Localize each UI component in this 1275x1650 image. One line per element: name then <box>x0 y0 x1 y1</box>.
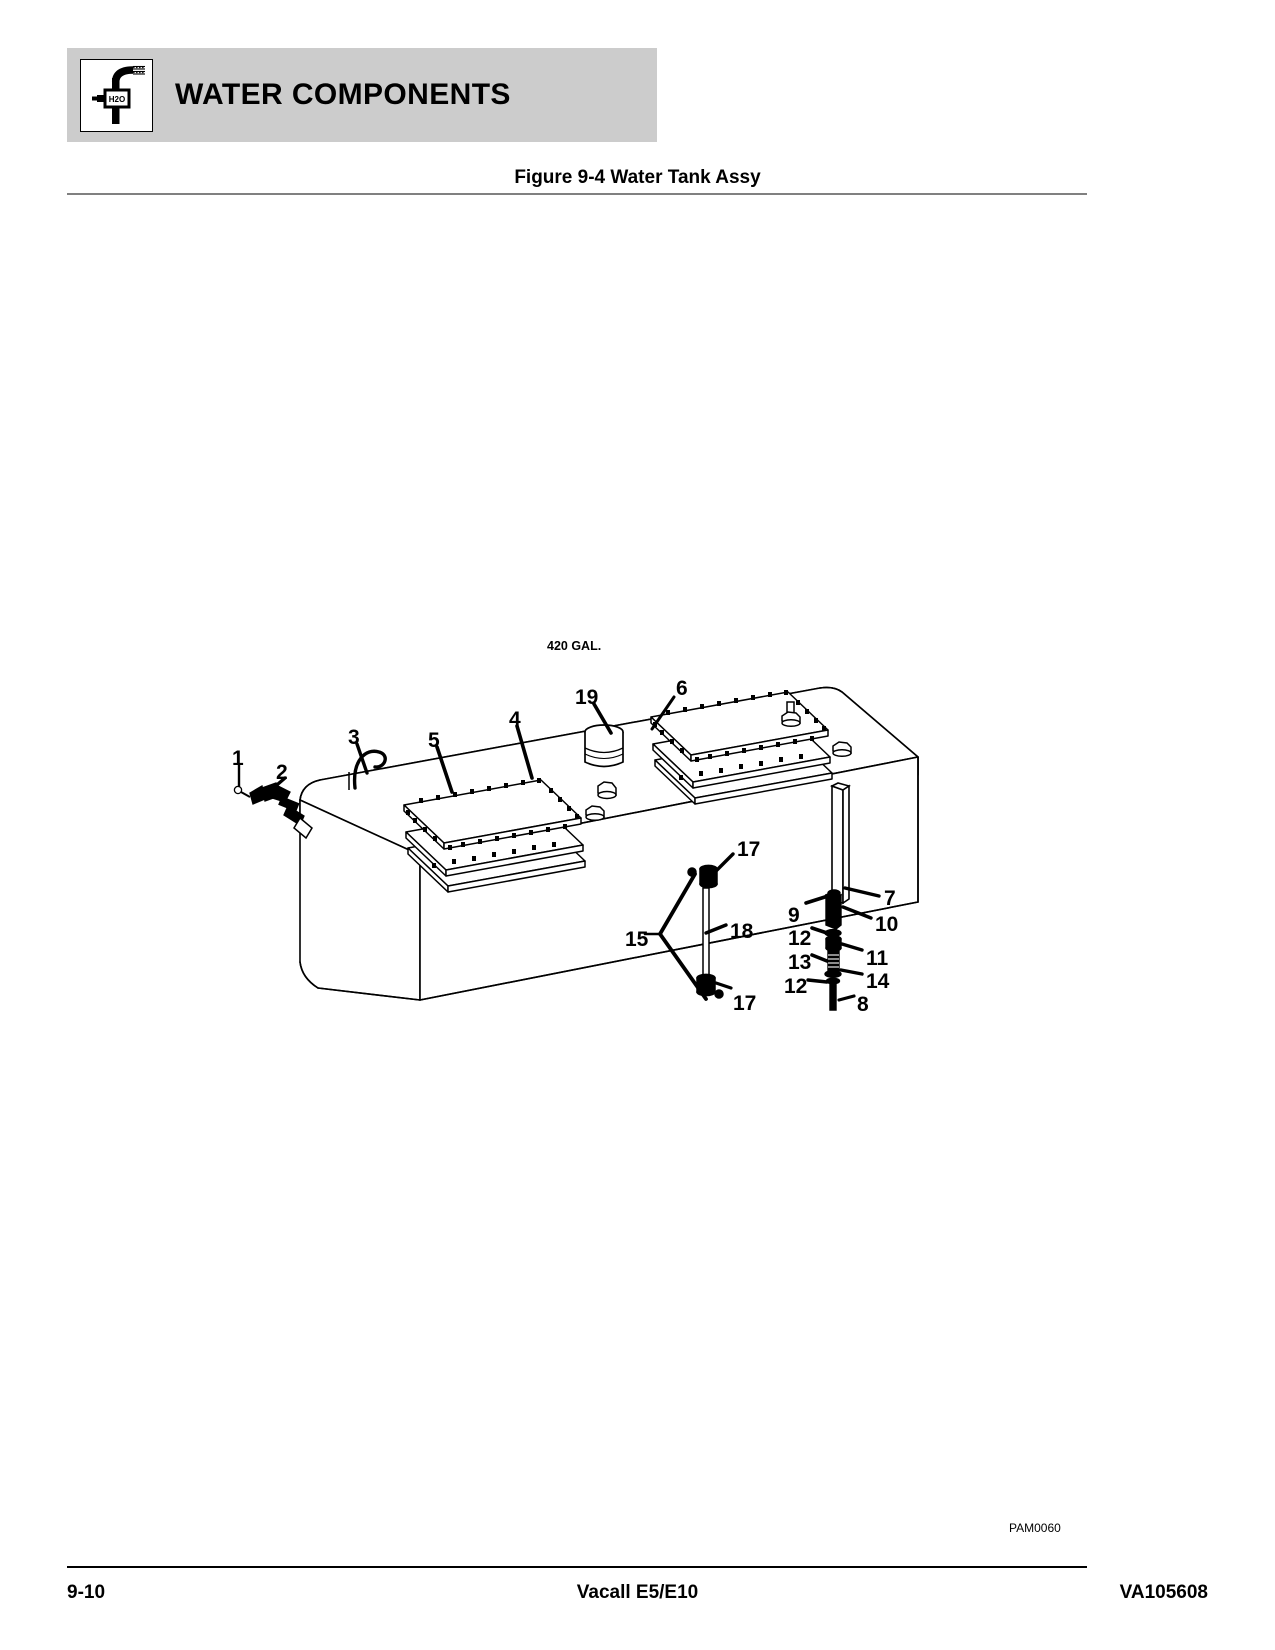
callout-number-18: 18 <box>730 920 754 943</box>
header-divider <box>67 193 1087 195</box>
callout-number-14: 14 <box>866 970 890 993</box>
callout-number-11: 11 <box>866 947 889 970</box>
callout-number-13: 13 <box>788 951 812 974</box>
callout-number-8: 8 <box>857 993 869 1016</box>
callout-number-19: 19 <box>575 686 599 709</box>
callout-number-17: 17 <box>733 992 757 1015</box>
svg-text:H2O: H2O <box>109 95 125 104</box>
callout-number-2: 2 <box>276 761 288 784</box>
callout-number-12: 12 <box>784 975 808 998</box>
callout-number-15: 15 <box>625 928 649 951</box>
callout-number-12: 12 <box>788 927 812 950</box>
header-band <box>67 48 657 142</box>
footer-divider <box>67 1566 1087 1568</box>
callout-number-1: 1 <box>232 747 244 770</box>
callout-number-4: 4 <box>509 708 521 731</box>
callout-number-6: 6 <box>676 677 688 700</box>
callout-number-7: 7 <box>884 887 896 910</box>
page-title: WATER COMPONENTS <box>175 78 511 111</box>
callout-number-9: 9 <box>788 904 800 927</box>
footer-model: Vacall E5/E10 <box>576 1582 699 1603</box>
capacity-label: 420 GAL. <box>547 639 602 653</box>
callout-number-17: 17 <box>737 838 761 861</box>
callout-number-3: 3 <box>348 726 360 749</box>
drawing-id: PAM0060 <box>1009 1521 1061 1535</box>
water-pipe-h2o-icon: H2O <box>80 59 153 132</box>
callout-number-5: 5 <box>428 729 440 752</box>
footer-page-number: 9-10 <box>67 1582 106 1603</box>
figure-title: Figure 9-4 Water Tank Assy <box>514 167 761 188</box>
footer-doc-number: VA105608 <box>1119 1582 1208 1603</box>
callout-number-10: 10 <box>875 913 899 936</box>
